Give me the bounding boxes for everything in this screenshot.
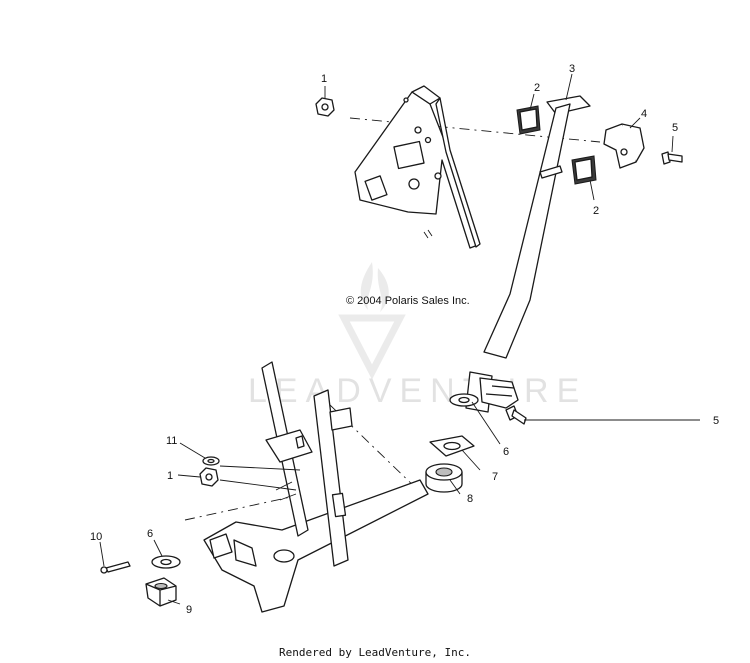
callout-5-upper: 5 <box>672 122 678 134</box>
watermark-text: LEADVENTURE <box>248 372 587 410</box>
lower-frame <box>203 361 429 613</box>
bushing-upper <box>516 105 541 135</box>
copyright-notice: © 2004 Polaris Sales Inc. <box>346 295 470 307</box>
washer-right <box>449 393 479 407</box>
render-credit: Rendered by LeadVenture, Inc. <box>278 646 472 659</box>
upper-frame-bracket <box>354 85 481 249</box>
callout-7: 7 <box>492 471 498 483</box>
callout-3: 3 <box>569 63 575 75</box>
hex-nut-top <box>315 97 335 117</box>
cotter-pin <box>100 561 131 574</box>
callout-11: 11 <box>166 435 177 447</box>
alignment-line-upper <box>349 117 601 143</box>
callout-1-lower: 1 <box>167 470 173 482</box>
callout-8: 8 <box>467 493 473 505</box>
washer-left <box>151 555 181 569</box>
bearing <box>425 463 463 493</box>
callout-6-right: 6 <box>503 446 509 458</box>
alignment-line-lower <box>329 404 421 493</box>
clamp-bracket <box>603 123 645 169</box>
steering-post <box>465 95 591 413</box>
castle-nut <box>145 577 177 607</box>
callout-2-upper: 2 <box>534 82 540 94</box>
carriage-bolt-upper <box>661 151 683 165</box>
callout-1-top: 1 <box>321 73 327 85</box>
callout-6-left: 6 <box>147 528 153 540</box>
watermark-logo <box>338 262 406 380</box>
callout-10: 10 <box>90 531 102 543</box>
callout-5-lower: 5 <box>713 415 719 427</box>
flange-plate <box>429 435 475 457</box>
callout-9: 9 <box>186 604 192 616</box>
callout-4: 4 <box>641 108 647 120</box>
washer-small <box>202 456 220 466</box>
callout-2-lower: 2 <box>593 205 599 217</box>
hex-nut-lower <box>199 467 219 487</box>
bushing-lower <box>571 155 597 185</box>
carriage-bolt-lower <box>505 405 527 425</box>
